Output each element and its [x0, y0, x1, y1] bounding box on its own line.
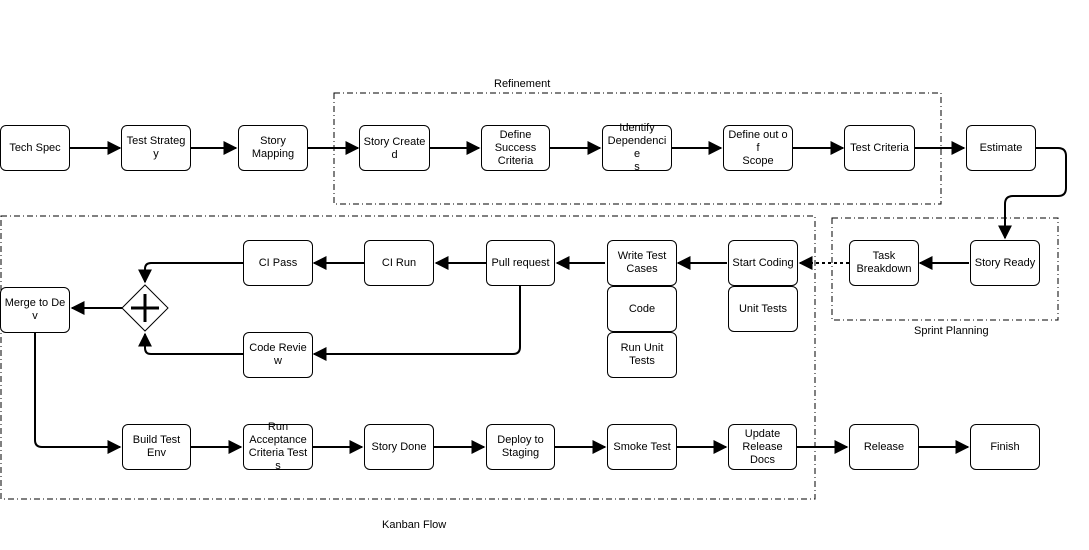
node-code[interactable]: Code	[607, 286, 677, 332]
node-story-ready[interactable]: Story Ready	[970, 240, 1040, 286]
kanban-flow-label: Kanban Flow	[382, 519, 447, 531]
node-run-acceptance-criteria-tests[interactable]: Run Acceptance Criteria Tests	[243, 421, 313, 472]
sprint-planning-label: Sprint Planning	[914, 325, 989, 337]
node-story-mapping[interactable]: Story Mapping	[238, 125, 308, 171]
node-ci-run[interactable]: CI Run	[364, 240, 434, 286]
node-unit-tests[interactable]: Unit Tests	[728, 286, 798, 332]
node-story-created[interactable]: Story Created	[359, 125, 430, 171]
node-finish[interactable]: Finish	[970, 424, 1040, 470]
edge-pullrequest-codereview	[312, 286, 521, 361]
node-define-out-of-scope[interactable]: Define out of Scope	[723, 125, 793, 171]
node-identify-dependencies[interactable]: Identify Dependencie s	[602, 122, 672, 173]
node-test-criteria[interactable]: Test Criteria	[844, 125, 915, 171]
plus-icon	[131, 294, 159, 322]
node-define-success-criteria[interactable]: Define Success Criteria	[481, 125, 550, 171]
refinement-label: Refinement	[494, 78, 551, 90]
edge-mergetodev-buildtestenv	[34, 333, 122, 454]
edge-cipass-gateway	[138, 262, 243, 284]
node-smoke-test[interactable]: Smoke Test	[607, 424, 677, 470]
edge-estimate-storyready	[998, 147, 1067, 240]
kanban-flow-frame	[0, 215, 816, 500]
sprint-planning-frame	[831, 217, 1059, 321]
node-task-breakdown[interactable]: Task Breakdown	[849, 240, 919, 286]
parallel-gateway	[121, 284, 169, 332]
node-release[interactable]: Release	[849, 424, 919, 470]
node-merge-to-dev[interactable]: Merge to Dev	[0, 287, 70, 333]
node-pull-request[interactable]: Pull request	[486, 240, 555, 286]
node-start-coding[interactable]: Start Coding	[728, 240, 798, 286]
node-run-unit-tests[interactable]: Run Unit Tests	[607, 332, 677, 378]
edge-codereview-gateway	[138, 332, 243, 355]
node-build-test-env[interactable]: Build Test Env	[122, 424, 191, 470]
node-test-strategy[interactable]: Test Strategy	[121, 125, 191, 171]
node-code-review[interactable]: Code Review	[243, 332, 313, 378]
node-estimate[interactable]: Estimate	[966, 125, 1036, 171]
node-deploy-to-staging[interactable]: Deploy to Staging	[486, 424, 555, 470]
node-update-release-docs[interactable]: Update Release Docs	[728, 424, 797, 470]
node-story-done[interactable]: Story Done	[364, 424, 434, 470]
node-ci-pass[interactable]: CI Pass	[243, 240, 313, 286]
node-tech-spec[interactable]: Tech Spec	[0, 125, 70, 171]
node-write-test-cases[interactable]: Write Test Cases	[607, 240, 677, 286]
